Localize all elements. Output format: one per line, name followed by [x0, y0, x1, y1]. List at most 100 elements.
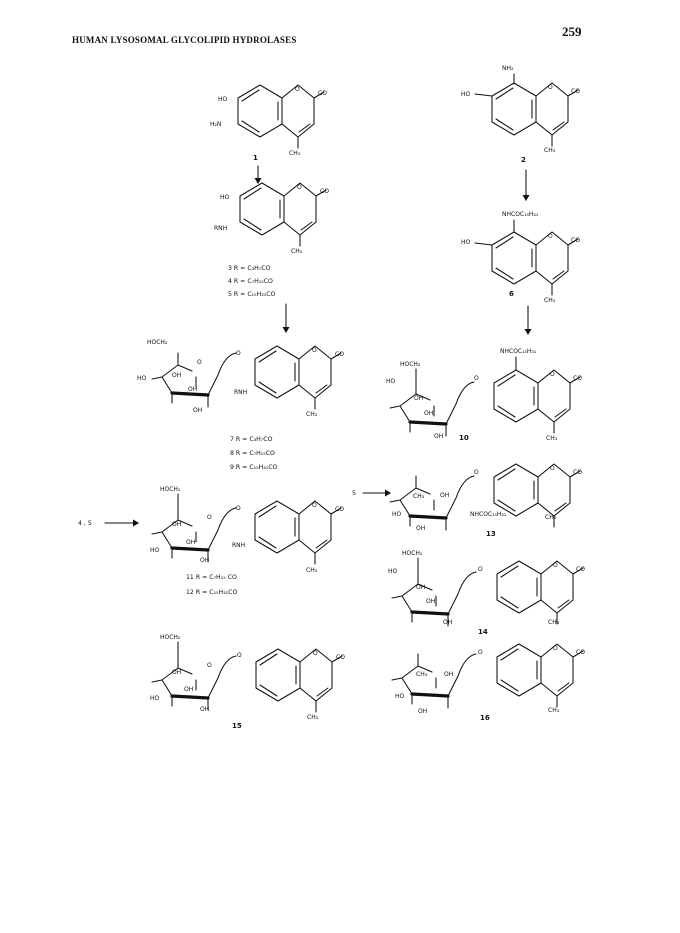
atom-o: O	[550, 465, 555, 472]
compound-15: HOCH₂ OH OH HO OH O O O CO CH₃ 15	[150, 634, 345, 730]
atom-o: O	[553, 562, 558, 569]
atom-h2n: H₂N	[210, 121, 221, 128]
atom-oh: OH	[434, 433, 443, 440]
atom-oh: OH	[200, 706, 209, 713]
compound-6: NHCOC₁₅H₃₁ HO O CO CH₃ 6	[461, 211, 580, 304]
atom-ho: HO	[392, 511, 402, 518]
atom-co: CO	[571, 237, 580, 244]
atom-ch3: CH₃	[306, 567, 318, 574]
atom-ho: HO	[386, 378, 396, 385]
atom-nhcoc15h31: NHCOC₁₅H₃₁	[470, 511, 507, 518]
compound-number-13: 13	[486, 530, 496, 538]
compound-10: HOCH₂ HO OH OH OH O NHCOC₁₅H₃₁ O CO CH₃ …	[386, 348, 582, 442]
r-group-5: 5 R = C₁₅H₃₁CO	[228, 291, 276, 298]
atom-ho: HO	[150, 695, 160, 702]
atom-ho: HO	[218, 96, 228, 103]
atom-oh: OH	[443, 619, 452, 626]
atom-hoch2: HOCH₂	[147, 339, 168, 346]
atom-o: O	[553, 645, 558, 652]
atom-o: O	[312, 502, 317, 509]
atom-o: O	[297, 184, 302, 191]
atom-hoch2: HOCH₂	[400, 361, 421, 368]
atom-oh: OH	[414, 395, 423, 402]
atom-ho: HO	[137, 375, 147, 382]
atom-hoch2: HOCH₂	[160, 486, 181, 493]
atom-oh: OH	[186, 539, 195, 546]
atom-o: O	[295, 86, 300, 93]
atom-o: O	[237, 652, 242, 659]
atom-rnh: RNH	[234, 389, 247, 396]
compound-number-2: 2	[521, 156, 526, 164]
compound-number-14: 14	[478, 628, 488, 636]
atom-nh2: NH₂	[502, 65, 514, 72]
atom-rnh: RNH	[214, 225, 227, 232]
atom-ch3: CH₃	[545, 514, 557, 521]
atom-co: CO	[320, 188, 329, 195]
r-group-3: 3 R = C₃H₇CO	[228, 265, 271, 272]
compound-number-16: 16	[480, 714, 490, 722]
atom-oh: OH	[200, 557, 209, 564]
r-group-7: 7 R = C₃H₇CO	[230, 436, 273, 443]
atom-ho: HO	[461, 91, 471, 98]
atom-ch3: CH₃	[291, 248, 303, 255]
atom-oh: OH	[444, 671, 453, 678]
atom-hoch2: HOCH₂	[160, 634, 181, 641]
atom-ch3: CH₃	[306, 411, 318, 418]
atom-ho: HO	[388, 568, 398, 575]
compound-number-15: 15	[232, 722, 242, 730]
atom-co: CO	[335, 351, 344, 358]
atom-ch3: CH₃	[413, 493, 425, 500]
compound-13: CH₃ OH HO OH O NHCOC₁₅H₃₁ O CO CH₃ 13	[388, 463, 582, 538]
r-group-8: 8 R = C₇H₁₅CO	[230, 450, 275, 457]
atom-oh: OH	[172, 372, 181, 379]
compound-1: HO H₂N O CO CH₃ 1	[210, 84, 327, 162]
compound-11-12: HOCH₂ OH OH HO OH O O RNH O CO CH₃ 11 R …	[150, 486, 344, 596]
atom-ho: HO	[461, 239, 471, 246]
page-number: 259	[562, 24, 582, 39]
atom-oh: OH	[418, 708, 427, 715]
atom-o: O	[313, 650, 318, 657]
atom-o: O	[548, 233, 553, 240]
atom-oh: OH	[193, 407, 202, 414]
r-group-12: 12 R = C₁₅H₃₁CO	[186, 589, 237, 596]
compound-7-9: HOCH₂ HO OH OH OH O O RNH O CO CH₃ 7 R =…	[137, 339, 344, 471]
atom-o: O	[236, 505, 241, 512]
atom-o: O	[478, 649, 483, 656]
atom-oh: OH	[184, 686, 193, 693]
atom-o: O	[548, 84, 553, 91]
atom-co: CO	[336, 654, 345, 661]
compound-number-10: 10	[459, 434, 469, 442]
atom-co: CO	[576, 649, 585, 656]
reagent-4-5: 4 , 5	[78, 520, 92, 527]
compound-14: HOCH₂ HO OH OH OH O O CO CH₃ 14	[388, 550, 585, 636]
atom-nhcoc15h31: NHCOC₁₅H₃₁	[502, 211, 539, 218]
compound-number-1: 1	[253, 154, 258, 162]
compound-number-6: 6	[509, 290, 514, 298]
atom-hoch2: HOCH₂	[402, 550, 423, 557]
atom-o: O	[312, 347, 317, 354]
atom-oh: OH	[416, 584, 425, 591]
atom-co: CO	[576, 566, 585, 573]
atom-o: O	[474, 469, 479, 476]
atom-rnh: RNH	[232, 542, 245, 549]
atom-ch3: CH₃	[548, 619, 560, 626]
atom-oh: OH	[424, 410, 433, 417]
atom-ch3: CH₃	[548, 707, 560, 714]
atom-co: CO	[318, 90, 327, 97]
atom-ch3: CH₃	[546, 435, 558, 442]
atom-o: O	[474, 375, 479, 382]
atom-ho: HO	[220, 194, 230, 201]
ring-oxygen: O	[207, 514, 212, 521]
compound-3-5: HO RNH O CO CH₃ 3 R = C₃H₇CO 4 R = C₇H₁₅…	[214, 182, 329, 298]
compound-2: NH₂ HO O CO CH₃ 2	[461, 65, 580, 164]
atom-ch3: CH₃	[544, 297, 556, 304]
atom-co: CO	[335, 506, 344, 513]
r-group-4: 4 R = C₇H₁₅CO	[228, 278, 273, 285]
atom-oh: OH	[440, 492, 449, 499]
atom-ch3: CH₃	[307, 714, 319, 721]
atom-oh: OH	[416, 525, 425, 532]
atom-co: CO	[573, 375, 582, 382]
atom-o: O	[236, 350, 241, 357]
atom-ch3: CH₃	[289, 150, 301, 157]
